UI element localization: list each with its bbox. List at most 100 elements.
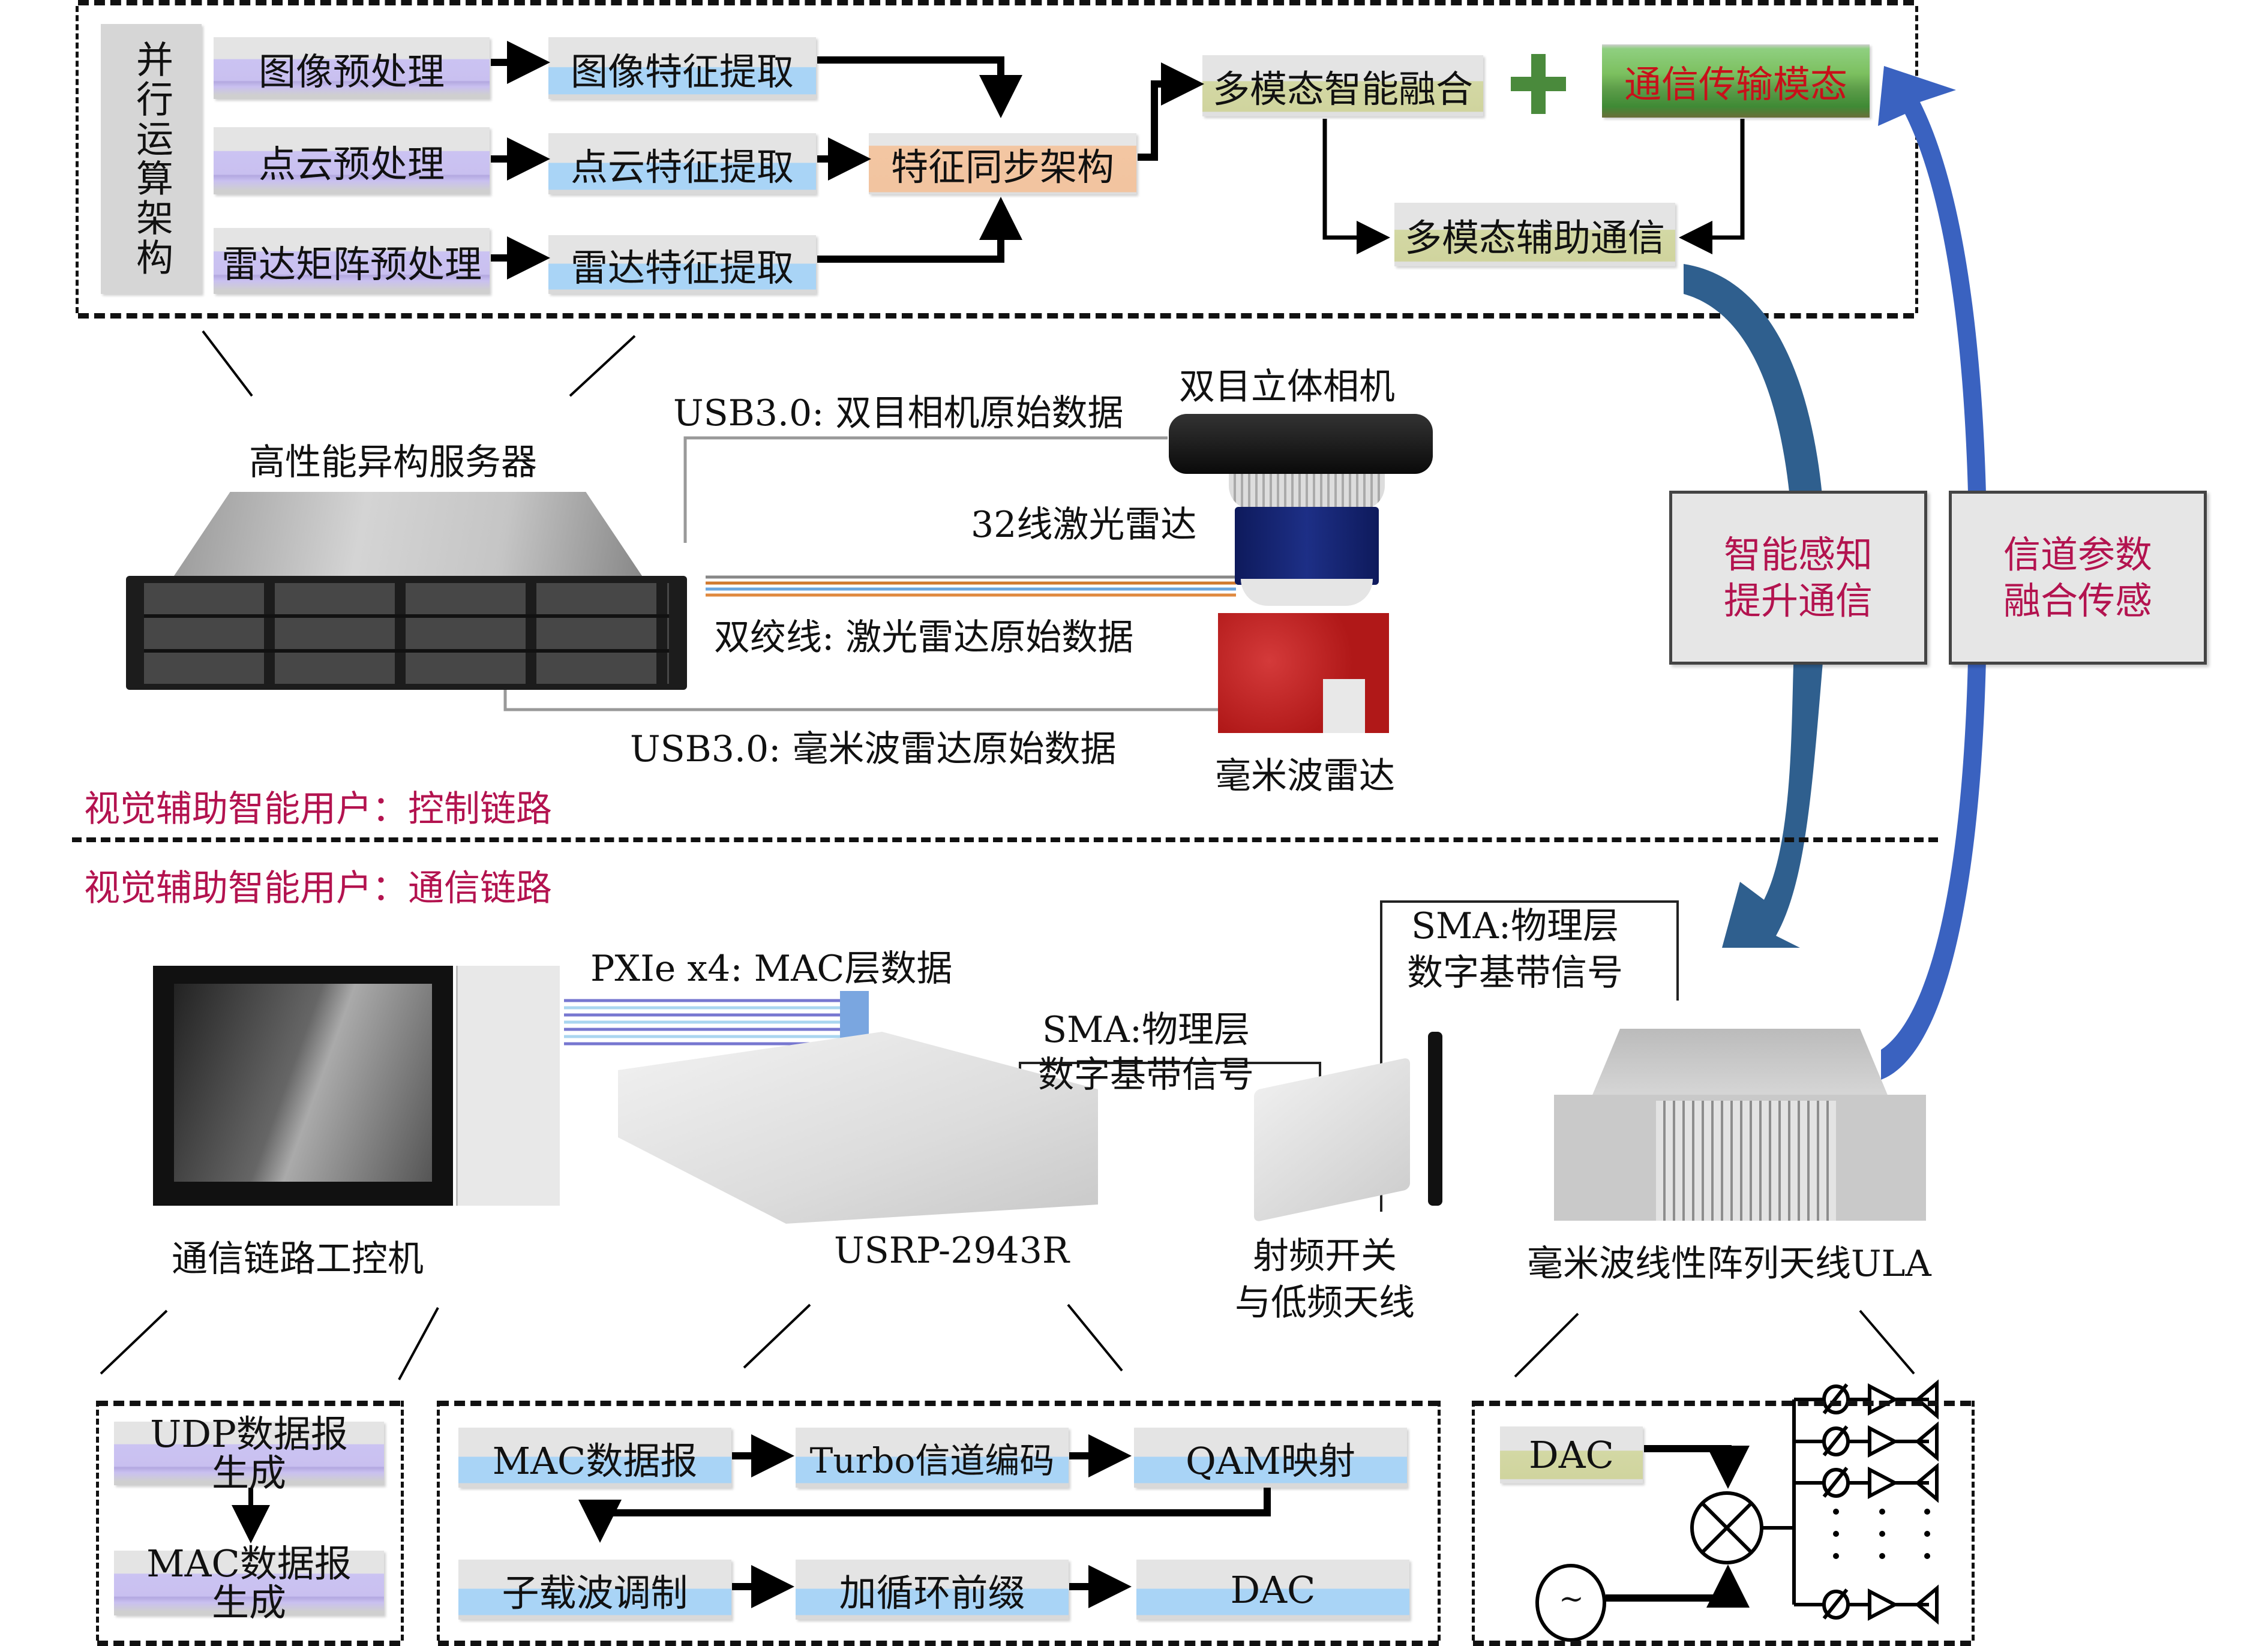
sma-label-rf: SMA:物理层 数字基带信号 bbox=[1407, 903, 1623, 996]
top-arrows bbox=[491, 41, 1204, 280]
blue-arcs bbox=[1684, 66, 1987, 1080]
mmwave-radar-image bbox=[1218, 613, 1389, 733]
assist-arrows bbox=[1322, 119, 1745, 254]
ula-schematic bbox=[1535, 1379, 1939, 1642]
arrow-comm-to-assist bbox=[1679, 119, 1745, 254]
pxie-label: PXIe x4: MAC层数据 bbox=[590, 948, 953, 990]
rf-switch-image bbox=[1254, 1032, 1458, 1223]
sma-label-usrp: SMA:物理层 数字基带信号 bbox=[1038, 1008, 1254, 1098]
panel-border bbox=[401, 1401, 404, 1641]
control-link-title: 视觉辅助智能用户：控制链路 bbox=[84, 788, 552, 830]
ellipsis-dots bbox=[1833, 1509, 1930, 1559]
radar-feature-block: 雷达特征提取 bbox=[548, 235, 816, 294]
rf-line-1: 射频开关 bbox=[1253, 1235, 1397, 1277]
right-dac-block: DAC bbox=[1500, 1426, 1643, 1483]
usb-radar-label: USB3.0: 毫米波雷达原始数据 bbox=[630, 728, 1117, 770]
pointcloud-feature-block: 点云特征提取 bbox=[548, 133, 816, 194]
usb-camera-label: USB3.0: 双目相机原始数据 bbox=[673, 392, 1124, 434]
panel-border bbox=[438, 1641, 1439, 1646]
panel-border bbox=[96, 1401, 99, 1641]
top-panel-border-right bbox=[1915, 6, 1918, 313]
antenna-branch-1 bbox=[1794, 1379, 1939, 1420]
card-line-2: 融合传感 bbox=[2003, 579, 2152, 623]
panel-border bbox=[1473, 1401, 1971, 1406]
sma-line-1: SMA:物理层 bbox=[1411, 905, 1619, 947]
antenna-branch-2 bbox=[1794, 1421, 1939, 1462]
server-image bbox=[126, 492, 687, 690]
usb-camera-cable bbox=[683, 436, 1168, 543]
ipc-image bbox=[153, 966, 561, 1212]
stereo-camera-image bbox=[1169, 414, 1433, 474]
panel-border bbox=[1438, 1401, 1441, 1641]
camera-label: 双目立体相机 bbox=[1179, 366, 1395, 408]
qam-mapping-block: QAM映射 bbox=[1134, 1428, 1407, 1488]
callout-lines bbox=[100, 330, 1915, 1380]
block-line-2: 生成 bbox=[211, 1451, 286, 1495]
panel-border bbox=[1473, 1641, 1971, 1646]
arc-ula-to-comm bbox=[1878, 66, 1987, 1080]
arrow-osc-to-mixer bbox=[1606, 1564, 1750, 1608]
mac-gen-block: MAC数据报 生成 bbox=[114, 1544, 384, 1622]
rf-switch-label: 射频开关 与低频天线 bbox=[1235, 1233, 1415, 1326]
multimodal-fusion-block: 多模态智能融合 bbox=[1202, 55, 1483, 116]
block-line-1: UDP数据报 bbox=[150, 1411, 348, 1456]
panel-border bbox=[1472, 1401, 1475, 1641]
dac-block: DAC bbox=[1136, 1560, 1409, 1620]
sma-line-1: SMA:物理层 bbox=[1042, 1009, 1250, 1051]
server-label: 高性能异构服务器 bbox=[249, 441, 537, 483]
plus-icon bbox=[1511, 54, 1566, 114]
panel-border bbox=[1972, 1401, 1975, 1641]
card-line-2: 提升通信 bbox=[1723, 579, 1873, 623]
rf-line-2: 与低频天线 bbox=[1235, 1282, 1415, 1324]
lidar-image bbox=[1229, 474, 1385, 606]
cyclic-prefix-block: 加循环前缀 bbox=[796, 1560, 1069, 1620]
image-preprocess-block: 图像预处理 bbox=[214, 37, 490, 99]
top-panel-border-top bbox=[78, 0, 1914, 5]
multimodal-assist-comm-block: 多模态辅助通信 bbox=[1394, 203, 1675, 266]
panel-border bbox=[437, 1401, 440, 1641]
comm-link-title: 视觉辅助智能用户：通信链路 bbox=[84, 867, 552, 909]
panel-border bbox=[438, 1401, 1439, 1406]
sma-line-2: 数字基带信号 bbox=[1407, 952, 1623, 994]
radar-preprocess-block: 雷达矩阵预处理 bbox=[214, 228, 490, 294]
subcarrier-mod-block: 子载波调制 bbox=[458, 1560, 731, 1620]
ula-antenna-image bbox=[1554, 1029, 1926, 1221]
mac-datagram-block: MAC数据报 bbox=[458, 1428, 731, 1488]
arrow-fusion-to-assist bbox=[1322, 119, 1390, 254]
panel-border bbox=[97, 1641, 400, 1646]
arrow-sync-to-fusion bbox=[1138, 62, 1204, 161]
panel-border bbox=[97, 1401, 400, 1406]
mmwave-radar-label: 毫米波雷达 bbox=[1215, 755, 1395, 797]
top-panel-border-left bbox=[76, 6, 79, 313]
arrow-dac-to-mixer bbox=[1644, 1445, 1750, 1489]
antenna-branch-n bbox=[1794, 1584, 1939, 1625]
turbo-coding-block: Turbo信道编码 bbox=[796, 1428, 1069, 1488]
card-line-1: 智能感知 bbox=[1723, 532, 1873, 576]
antenna-branch-3 bbox=[1794, 1462, 1939, 1503]
block-line-2: 生成 bbox=[211, 1581, 286, 1624]
pointcloud-preprocess-block: 点云预处理 bbox=[214, 127, 490, 194]
comm-modal-block: 通信传输模态 bbox=[1602, 44, 1870, 118]
usrp-image bbox=[618, 1032, 1098, 1224]
parallel-arch-block: 并行运算架构 bbox=[101, 24, 202, 294]
sma-line-2: 数字基带信号 bbox=[1038, 1054, 1254, 1096]
usrp-label: USRP-2943R bbox=[834, 1230, 1070, 1272]
card-line-1: 信道参数 bbox=[2003, 532, 2152, 576]
section-divider bbox=[72, 837, 1938, 842]
smart-perception-card: 智能感知 提升通信 bbox=[1669, 491, 1927, 665]
oscillator-icon bbox=[1535, 1564, 1606, 1642]
bottom-arrows bbox=[232, 1434, 1271, 1608]
udp-gen-block: UDP数据报 生成 bbox=[114, 1414, 384, 1492]
twisted-pair-label: 双绞线: 激光雷达原始数据 bbox=[714, 617, 1134, 659]
oscillator-symbol: ~ bbox=[1559, 1581, 1584, 1616]
ipc-label: 通信链路工控机 bbox=[172, 1238, 424, 1280]
block-line-1: MAC数据报 bbox=[146, 1541, 352, 1585]
arrow-radar-feature-to-sync bbox=[817, 197, 1022, 263]
arc-assist-to-comm bbox=[1684, 264, 1826, 948]
top-panel-border-bottom bbox=[78, 313, 1914, 319]
image-feature-block: 图像特征提取 bbox=[548, 37, 816, 99]
lidar-label: 32线激光雷达 bbox=[971, 504, 1197, 546]
arrow-image-feature-to-sync bbox=[817, 56, 1022, 118]
channel-param-card: 信道参数 融合传感 bbox=[1949, 491, 2207, 665]
feature-sync-block: 特征同步架构 bbox=[869, 133, 1136, 194]
